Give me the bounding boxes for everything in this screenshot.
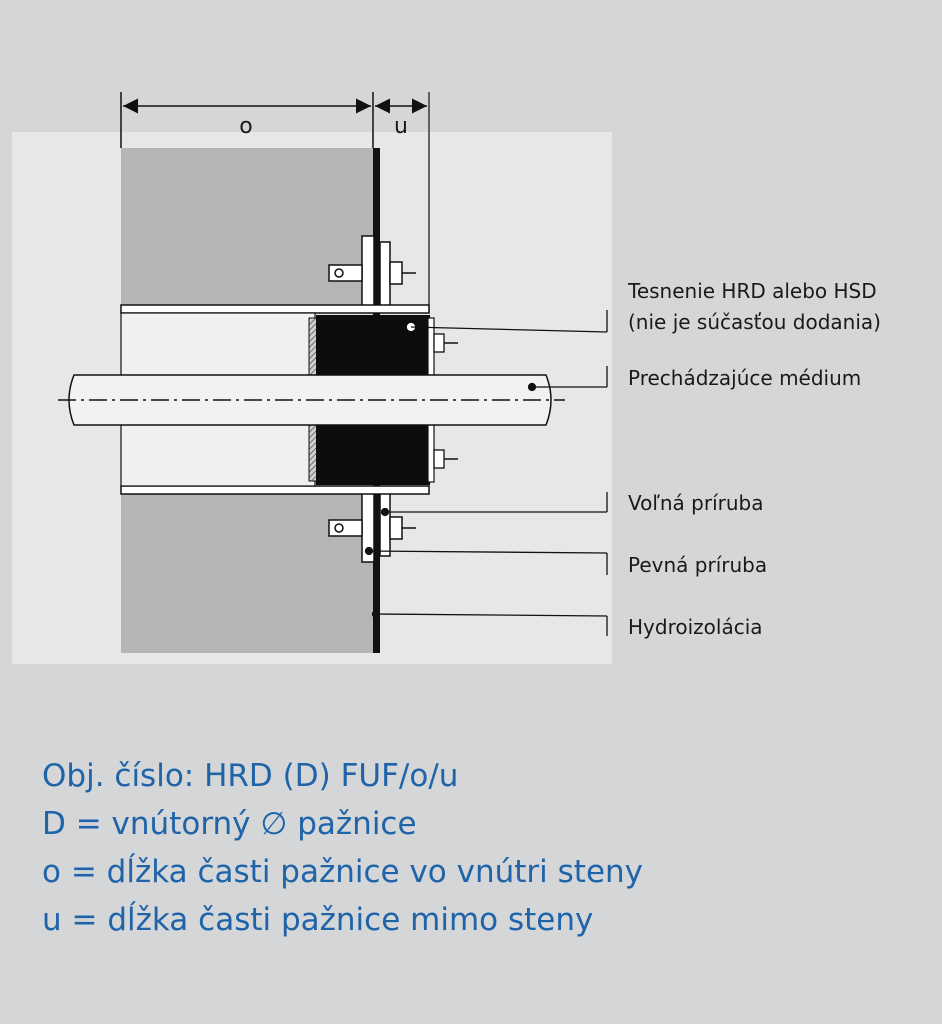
caption-length-inside: o = dĺžka časti pažnice vo vnútri steny [42, 854, 644, 890]
loose-flange-lower [379, 489, 391, 557]
order-code-caption: Obj. číslo: HRD (D) FUF/o/u D = vnútorný… [42, 752, 643, 944]
caption-order-number: Obj. číslo: HRD (D) FUF/o/u [42, 758, 459, 794]
anchor-hole-upper [334, 268, 344, 278]
flange-nut-lower [389, 516, 403, 540]
anchor-tab-upper [328, 264, 363, 282]
anchor-hole-lower [334, 523, 344, 533]
wall-upper [121, 148, 373, 308]
callout-seal-line2: (nie je súčasťou dodania) [628, 310, 881, 334]
anchor-tab-lower [328, 519, 363, 537]
seal-nut-lower [433, 449, 445, 469]
callout-leaders [364, 310, 608, 636]
callout-fixed-flange: Pevná príruba [628, 553, 767, 577]
seal-nut-upper [433, 333, 445, 353]
dimension-o-label: o [239, 114, 252, 139]
callout-waterproofing: Hydroizolácia [628, 615, 763, 639]
sleeve-pipe-upper-wall [120, 304, 430, 314]
loose-flange-upper [379, 241, 391, 309]
callout-medium: Prechádzajúce médium [628, 366, 861, 390]
dimension-u-label: u [394, 114, 408, 139]
fixed-flange-upper [361, 235, 375, 309]
caption-length-outside: u = dĺžka časti pažnice mimo steny [42, 902, 594, 938]
callout-loose-flange: Voľná príruba [628, 491, 763, 515]
sleeve-pipe-lower-wall [120, 485, 430, 495]
callout-seal-line1: Tesnenie HRD alebo HSD [627, 279, 877, 303]
wall-lower [121, 490, 373, 653]
flange-nut-upper [389, 261, 403, 285]
wall-sleeve-diagram: o u [12, 92, 881, 664]
caption-inner-diameter: D = vnútorný ∅ pažnice [42, 806, 417, 842]
